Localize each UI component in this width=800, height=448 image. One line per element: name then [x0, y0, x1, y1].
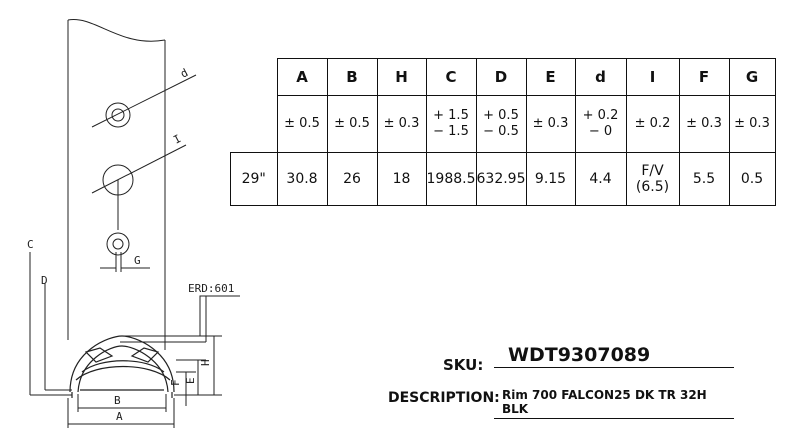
value-cell: 5.5	[678, 152, 730, 206]
header-cell: G	[728, 58, 776, 96]
tolerance-cell: ± 0.3	[376, 95, 427, 153]
tolerance-cell: ± 0.2	[625, 95, 680, 153]
rim-cross-section	[69, 335, 175, 398]
tolerance-cell: ± 0.5	[276, 95, 328, 153]
empty-corner-cell	[230, 58, 278, 153]
label-e: E	[184, 377, 197, 384]
tolerance-cell: + 0.5− 0.5	[475, 95, 527, 153]
value-cell: F/V (6.5)	[625, 152, 680, 206]
tolerance-cell: ± 0.5	[326, 95, 378, 153]
label-erd: ERD:601	[188, 282, 234, 295]
tolerance-cell: ± 0.3	[728, 95, 776, 153]
spoke-hole	[106, 232, 130, 256]
sku-value: WDT9307089	[494, 344, 734, 368]
width-dimensions	[67, 394, 175, 428]
header-cell: B	[326, 58, 378, 96]
value-cell: 30.8	[276, 152, 328, 206]
rim-top-view	[67, 19, 197, 350]
header-cell: F	[678, 58, 730, 96]
header-cell: A	[276, 58, 328, 96]
label-d-diameter: D	[41, 274, 48, 287]
tolerance-row: ± 0.5 ± 0.5 ± 0.3 + 1.5− 1.5 + 0.5− 0.5 …	[231, 95, 776, 153]
header-cell: d	[574, 58, 627, 96]
label-c: C	[27, 238, 34, 251]
sku-label: SKU:	[443, 356, 484, 374]
header-row: A B H C D E d I F G	[230, 58, 776, 153]
erd-leader	[120, 295, 240, 343]
value-cell: 632.95	[475, 152, 527, 206]
description-label: DESCRIPTION:	[388, 390, 500, 406]
value-cell: 1988.5	[425, 152, 477, 206]
row-label-cell: 29"	[230, 152, 278, 206]
spec-table: A B H C D E d I F G ± 0.5 ± 0.5 ± 0.3 + …	[230, 58, 776, 206]
header-cell: C	[425, 58, 477, 96]
label-f: F	[169, 379, 182, 386]
tolerance-cell: ± 0.3	[678, 95, 730, 153]
value-cell: 9.15	[525, 152, 576, 206]
label-a: A	[116, 410, 123, 423]
header-cell: E	[525, 58, 576, 96]
header-cell: I	[625, 58, 680, 96]
rim-technical-drawing: d I G C D ERD:601	[0, 0, 260, 443]
header-cell: H	[376, 58, 427, 96]
label-b: B	[114, 394, 121, 407]
height-dimensions	[174, 335, 222, 406]
description-value: Rim 700 FALCON25 DK TR 32H BLK	[494, 388, 734, 419]
value-row: 29" 30.8 26 18 1988.5 632.95 9.15 4.4 F/…	[230, 152, 776, 206]
value-cell: 18	[376, 152, 427, 206]
diameter-leaders	[29, 252, 72, 396]
header-cell: D	[475, 58, 527, 96]
small-hole	[105, 102, 131, 128]
value-cell: 26	[326, 152, 378, 206]
label-d: d	[178, 66, 190, 81]
tolerance-cell: ± 0.3	[525, 95, 576, 153]
value-cell: 4.4	[574, 152, 627, 206]
label-g: G	[134, 254, 141, 267]
tolerance-cell: + 1.5− 1.5	[425, 95, 477, 153]
value-cell: 0.5	[728, 152, 776, 206]
tolerance-cell: + 0.2− 0	[574, 95, 627, 153]
label-h: H	[199, 359, 212, 366]
label-i: I	[171, 132, 183, 147]
